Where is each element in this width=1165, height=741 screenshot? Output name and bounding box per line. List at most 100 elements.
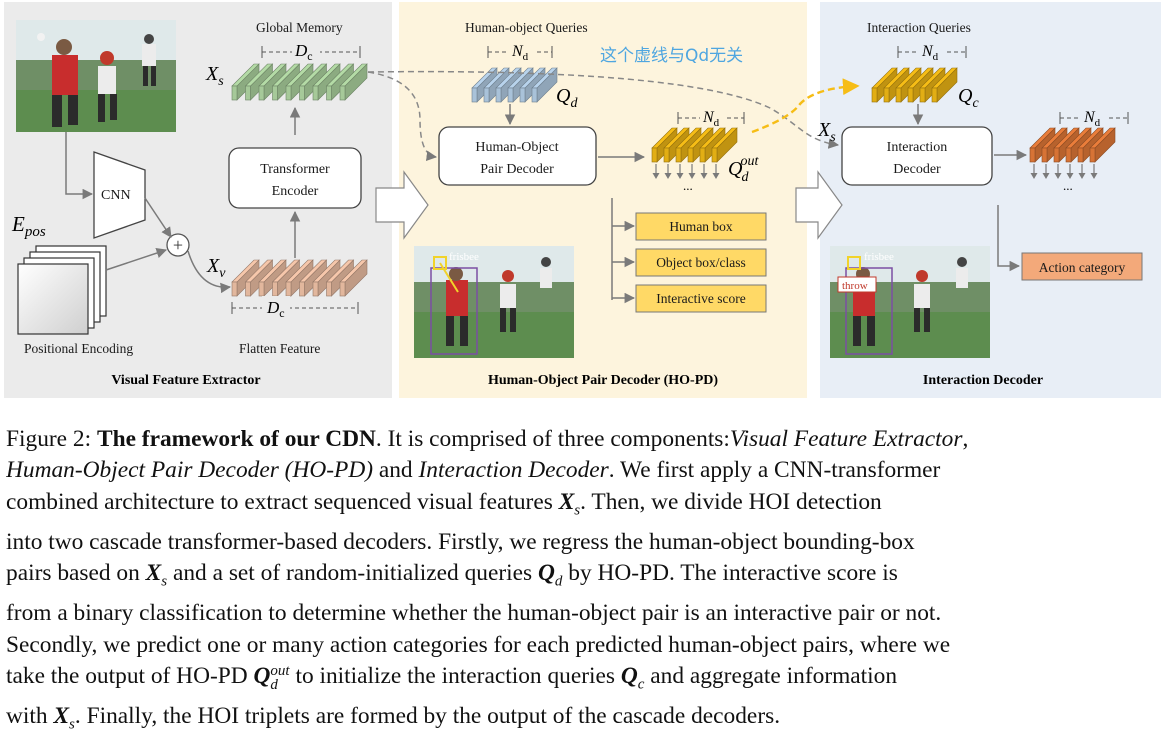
slat-front xyxy=(326,281,332,297)
slat-front xyxy=(312,85,319,101)
slat-front xyxy=(931,87,938,103)
interaction-queries-label: Interaction Queries xyxy=(867,20,971,35)
panel-arrow-1 xyxy=(375,170,429,240)
slat-front xyxy=(258,85,265,101)
slat-front xyxy=(285,281,292,297)
output-arrow-head xyxy=(1042,173,1050,179)
throw-label: throw xyxy=(842,280,868,292)
svg-text:Dc: Dc xyxy=(294,41,313,63)
action-category-output xyxy=(1021,252,1143,281)
caption-line-5: pairs based on Xs and a set of random-in… xyxy=(6,560,898,590)
figure-caption: Figure 2: The framework of our CDN. It i… xyxy=(6,424,1160,741)
qd-out-to-qc-dashed xyxy=(751,78,860,134)
slat-front xyxy=(711,147,718,163)
qd-out-ellipsis: ... xyxy=(683,178,693,193)
slat-front xyxy=(326,85,332,101)
output-arrow-head xyxy=(1066,173,1074,179)
output-arrow-head xyxy=(664,173,672,179)
caption-line-7: Secondly, we predict one or many action … xyxy=(6,631,951,658)
interaction-decoder-title: Interaction Decoder xyxy=(923,373,1043,388)
output-arrow-head xyxy=(652,173,660,179)
slat-front xyxy=(1089,147,1096,163)
e-pos-symbol: Epos xyxy=(11,212,46,240)
positional-encoding-stack xyxy=(17,245,107,335)
output-arrow-head xyxy=(1054,173,1062,179)
xs-symbol-right: Xs xyxy=(817,119,836,145)
nd-bracket-1: Nd xyxy=(487,40,553,63)
positional-encoding-label: Positional Encoding xyxy=(24,341,133,356)
frisbee-label-2: frisbee xyxy=(864,251,894,263)
nd-bracket-4: Nd xyxy=(1059,106,1129,129)
nd-bracket-3: Nd xyxy=(897,40,967,63)
plus-sign: + xyxy=(173,235,183,255)
xs-symbol-left: Xs xyxy=(205,63,224,89)
slat-front xyxy=(231,85,238,101)
caption-line-6: from a binary classification to determin… xyxy=(6,600,942,627)
slat-front xyxy=(258,281,265,297)
slat-front xyxy=(919,87,926,103)
qd-out-arrows xyxy=(652,164,720,179)
interaction-result-image xyxy=(830,246,990,358)
interaction-output-ellipsis: ... xyxy=(1063,178,1073,193)
svg-text:Nd: Nd xyxy=(921,43,939,63)
slat-front xyxy=(883,87,890,103)
caption-line-4: into two cascade transformer-based decod… xyxy=(6,528,915,555)
xv-symbol: Xv xyxy=(206,255,226,281)
cdn-framework-figure: CNN Positional Encoding Epos + Xv Dc Fla… xyxy=(4,2,1161,398)
slat-front xyxy=(1065,147,1072,163)
slat-front xyxy=(507,87,514,103)
object-box-class-output xyxy=(635,248,767,277)
svg-text:Nd: Nd xyxy=(1083,109,1101,129)
flatten-feature-label: Flatten Feature xyxy=(239,341,320,356)
slat-front xyxy=(339,281,346,297)
output-arrow-head xyxy=(700,173,708,179)
qd-symbol: Qd xyxy=(556,85,578,111)
transformer-encoder-label-2: Encoder xyxy=(272,184,319,199)
output-arrow-head xyxy=(1030,173,1038,179)
svg-text:Dc: Dc xyxy=(266,298,285,320)
slat-front xyxy=(312,281,319,297)
slat-front xyxy=(272,85,278,101)
slat-front xyxy=(519,87,526,103)
output-arrow-head xyxy=(688,173,696,179)
slat-front xyxy=(907,87,914,103)
slat-front xyxy=(483,87,490,103)
chinese-note: 这个虚线与Qd无关 xyxy=(600,46,743,66)
caption-line-3: combined architecture to extract sequenc… xyxy=(6,488,882,519)
slat-front xyxy=(531,87,538,103)
interaction-decoder-label-2: Decoder xyxy=(893,162,941,177)
slat-front xyxy=(1053,147,1060,163)
output-arrow-head xyxy=(1090,173,1098,179)
slat-front xyxy=(245,85,251,101)
slat-front xyxy=(895,87,902,103)
slat-front xyxy=(245,281,251,297)
interactive-score-output xyxy=(635,284,767,313)
interaction-decoder-label-1: Interaction xyxy=(887,140,948,155)
slat-front xyxy=(299,281,305,297)
interactive-score-label: Interactive score xyxy=(656,291,746,306)
memory-dashed-path-1 xyxy=(367,71,438,162)
interaction-output-block xyxy=(1029,127,1116,163)
human-object-queries-block xyxy=(471,67,558,103)
add-node xyxy=(166,233,190,257)
ho-pair-decoder-block xyxy=(438,126,597,186)
slat-front xyxy=(1041,147,1048,163)
slat-front xyxy=(339,85,346,101)
cnn-block xyxy=(93,151,146,239)
human-box-label: Human box xyxy=(669,219,733,234)
object-box-class-label: Object box/class xyxy=(656,255,746,270)
caption-line-9: with Xs. Finally, the HOI triplets are f… xyxy=(6,703,781,733)
caption-line-1: Figure 2: The framework of our CDN. It i… xyxy=(6,426,969,452)
slat-front xyxy=(1029,147,1036,163)
ho-pd-title: Human-Object Pair Decoder (HO-PD) xyxy=(488,373,718,388)
human-box-output xyxy=(635,212,767,241)
interaction-decoder-block xyxy=(841,126,993,186)
slat-front xyxy=(675,147,682,163)
cnn-label: CNN xyxy=(101,188,131,203)
transformer-encoder-label-1: Transformer xyxy=(260,162,330,177)
slat-front xyxy=(495,87,502,103)
frisbee-label-1: frisbee xyxy=(449,251,479,263)
visual-feature-extractor-title: Visual Feature Extractor xyxy=(111,373,260,388)
slat-front xyxy=(272,281,278,297)
